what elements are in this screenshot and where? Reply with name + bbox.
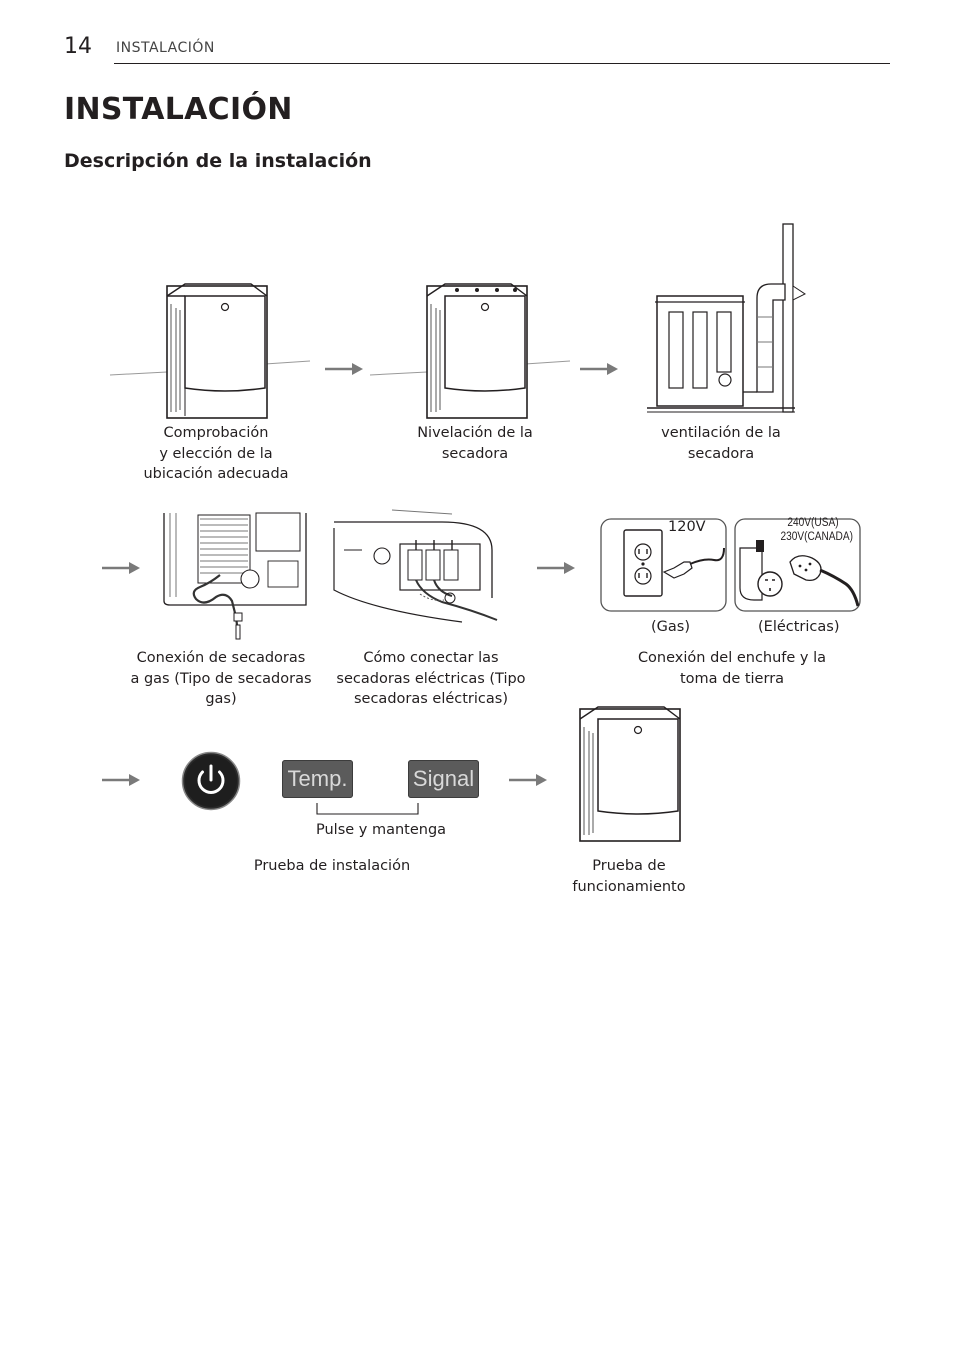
signal-button[interactable]: Signal <box>408 760 479 798</box>
caption-location: Comprobación y elección de la ubicación … <box>143 425 289 482</box>
dryer-run-test-illustration <box>579 706 681 842</box>
caption-plug: Conexión del enchufe y la toma de tierra <box>637 650 827 687</box>
section-subtitle: Descripción de la instalación <box>64 150 372 172</box>
header-rule <box>114 63 890 64</box>
electric-connection-illustration <box>333 509 498 623</box>
caption-leveling: Nivelación de la secadora <box>417 425 533 462</box>
page-number: 14 <box>64 34 92 59</box>
caption-venting: ventilación de la secadora <box>661 425 781 462</box>
electric-voltage-usa: 240V(USA) <box>787 517 839 529</box>
running-title: INSTALACIÓN <box>116 40 215 56</box>
arrow-right-icon <box>102 774 140 786</box>
dryer-venting-illustration <box>647 223 806 413</box>
gas-outlet-label: (Gas) <box>651 619 690 635</box>
electric-voltage-canada: 230V(CANADA) <box>780 531 853 543</box>
gas-connection-illustration <box>163 512 307 640</box>
electric-outlet-label: (Eléctricas) <box>758 619 840 635</box>
power-icon[interactable] <box>181 751 241 811</box>
caption-run-test: Prueba de funcionamiento <box>572 858 686 895</box>
caption-install-test: Prueba de instalación <box>253 858 411 874</box>
arrow-right-icon <box>102 562 140 574</box>
electric-outlet-illustration <box>734 518 861 612</box>
dryer-leveling-illustration <box>369 283 571 419</box>
gas-outlet-illustration <box>600 518 727 612</box>
gas-voltage-label: 120V <box>668 519 706 535</box>
arrow-right-icon <box>580 363 618 375</box>
caption-electric: Cómo conectar las secadoras eléctricas (… <box>336 650 526 707</box>
press-hold-bracket <box>316 803 419 815</box>
arrow-right-icon <box>509 774 547 786</box>
page-title: INSTALACIÓN <box>64 92 293 127</box>
caption-gas: Conexión de secadoras a gas (Tipo de sec… <box>130 650 312 707</box>
temp-button[interactable]: Temp. <box>282 760 353 798</box>
press-hold-label: Pulse y mantenga <box>316 822 447 838</box>
dryer-location-illustration <box>109 283 311 419</box>
arrow-right-icon <box>325 363 363 375</box>
electric-voltage-labels: 240V(USA) 230V(CANADA) <box>780 516 853 544</box>
arrow-right-icon <box>537 562 575 574</box>
